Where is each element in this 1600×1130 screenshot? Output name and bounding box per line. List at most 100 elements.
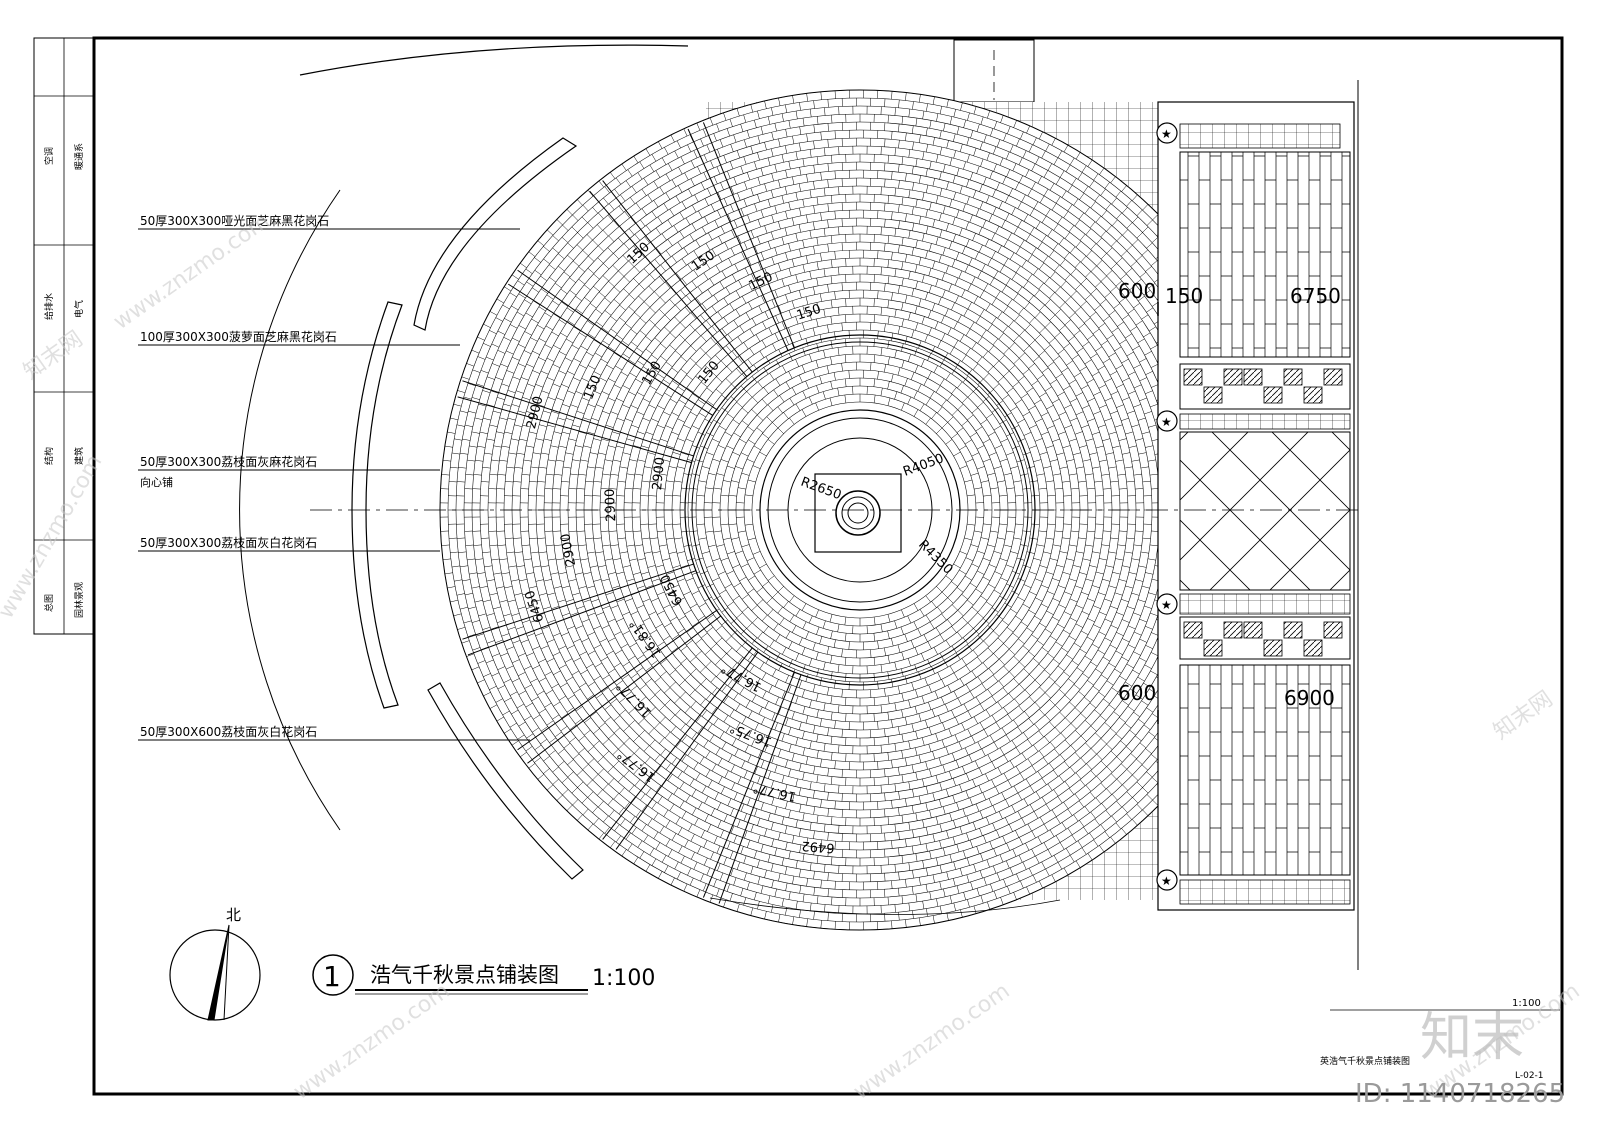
paving-joint [626, 438, 635, 442]
paving-joint [711, 707, 717, 715]
paving-joint [894, 702, 897, 711]
paving-joint [1009, 144, 1014, 153]
paving-joint [534, 270, 542, 276]
paving-joint [915, 239, 918, 248]
paving-joint [460, 606, 468, 610]
paving-joint [901, 693, 904, 702]
paving-joint [535, 579, 544, 582]
paving-joint [491, 459, 500, 462]
paving-joint [686, 640, 693, 646]
paving-joint [898, 847, 900, 856]
paving-joint [1049, 721, 1055, 728]
paving-joint [834, 130, 836, 139]
paving-joint [717, 210, 722, 218]
paving-joint [673, 787, 679, 795]
paving-joint [789, 614, 795, 622]
paving-joint [1136, 758, 1143, 765]
paving-joint [898, 220, 900, 229]
paving-joint [727, 170, 731, 179]
paving-joint [792, 176, 795, 185]
paving-joint [570, 544, 579, 547]
paving-joint [1150, 670, 1158, 676]
paving-joint [489, 330, 497, 335]
paving-joint [1025, 843, 1030, 851]
paving-joint [1133, 364, 1141, 369]
paving-joint [639, 251, 645, 258]
paving-joint [834, 211, 836, 220]
paving-joint [834, 331, 836, 340]
paving-joint [706, 614, 714, 620]
paving-joint [904, 378, 908, 386]
paving-joint [820, 920, 822, 929]
paving-joint [1121, 656, 1129, 662]
paving-joint [1074, 585, 1083, 589]
paving-joint [532, 646, 540, 650]
paving-joint [680, 289, 686, 297]
paving-joint [980, 895, 984, 904]
paving-joint [695, 638, 702, 644]
paving-joint [1049, 314, 1056, 321]
paving-joint [634, 312, 641, 318]
paving-joint [950, 920, 953, 928]
paving-joint [1104, 831, 1110, 838]
paving-joint [901, 261, 904, 270]
paving-joint [1090, 353, 1098, 359]
paving-joint [752, 465, 761, 469]
paving-joint [732, 738, 737, 746]
center-plinth [814, 473, 902, 553]
paving-joint [719, 731, 725, 739]
paving-joint [761, 340, 767, 348]
paving-joint [1013, 678, 1020, 685]
paving-joint [898, 244, 900, 253]
paving-joint [770, 863, 774, 872]
paving-joint [1003, 707, 1009, 715]
paving-joint [924, 677, 928, 686]
paving-joint [700, 335, 707, 342]
paving-joint [617, 480, 626, 483]
paving-joint [1005, 799, 1010, 807]
paving-joint [746, 557, 755, 562]
paving-joint [733, 432, 741, 438]
drawing-number: 1 [323, 960, 341, 993]
radial-band-line [457, 396, 692, 464]
paving-joint [1133, 631, 1142, 636]
paving-joint [723, 695, 729, 703]
paving-joint [623, 725, 630, 732]
paving-joint [911, 764, 914, 773]
paving-joint [918, 671, 922, 680]
paving-joint [996, 139, 1001, 148]
paving-joint [683, 883, 688, 892]
paving-joint [1053, 769, 1059, 777]
paving-joint [672, 495, 681, 497]
paving-joint [1141, 700, 1149, 706]
drawing-scale: 1:100 [592, 966, 655, 991]
paving-joint [743, 156, 747, 165]
paving-joint [963, 161, 966, 170]
paving-joint [736, 368, 742, 375]
paving-joint [887, 397, 891, 406]
paving-joint [1100, 738, 1107, 745]
paving-joint [928, 702, 932, 710]
paving-joint [449, 627, 457, 631]
paving-joint [1025, 169, 1030, 177]
paving-joint [971, 342, 977, 350]
paving-joint [1075, 623, 1083, 628]
paving-joint [454, 579, 463, 582]
paving-joint [973, 148, 977, 156]
paving-joint [749, 684, 755, 692]
paving-joint [813, 887, 815, 896]
paving-joint [622, 404, 630, 409]
paving-joint [951, 302, 955, 310]
paving-joint [610, 316, 617, 322]
paving-joint [1074, 752, 1081, 759]
paving-joint [938, 254, 942, 263]
paving-joint [827, 727, 829, 736]
paving-joint [894, 268, 897, 277]
paving-joint [969, 840, 973, 848]
paving-joint [616, 571, 625, 575]
paving-joint [813, 140, 815, 149]
hatched-tile [1263, 386, 1283, 404]
paving-joint [813, 806, 816, 815]
paving-joint [553, 670, 561, 675]
paving-joint [1043, 551, 1052, 554]
